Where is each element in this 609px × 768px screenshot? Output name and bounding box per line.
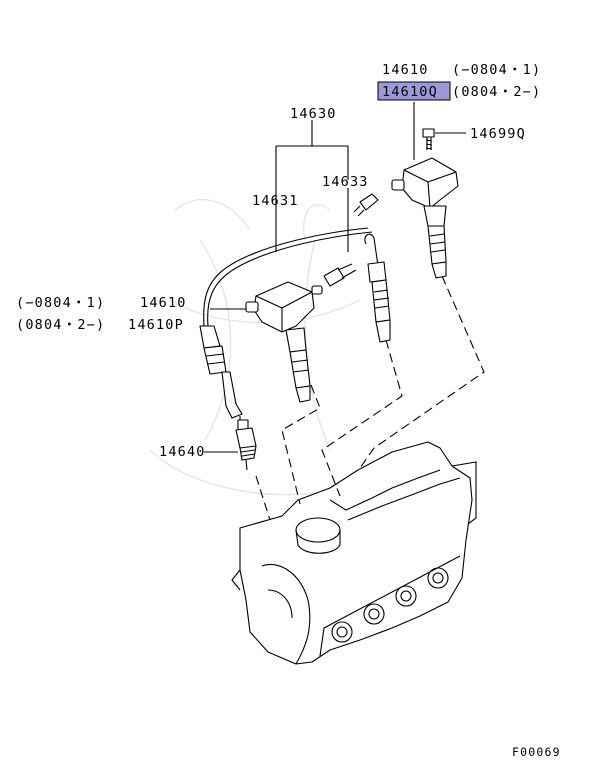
highlight-box [377, 81, 451, 101]
cylinder-head [231, 441, 477, 665]
spark-plug[interactable] [235, 419, 257, 471]
ignition-coil-left[interactable] [245, 281, 323, 403]
label-coil-right-range1: (−0804・1) [452, 62, 541, 78]
label-coil-left-range1: (−0804・1) [16, 295, 105, 311]
label-wire-set[interactable]: 14630 [290, 106, 337, 122]
label-coil-right-part-highlighted[interactable]: 14610Q [382, 84, 438, 100]
label-coil-right-range2: (0804・2−) [452, 84, 541, 100]
label-coil-right-part[interactable]: 14610 [382, 62, 429, 78]
figure-id: F00069 [512, 745, 561, 759]
label-coil-left-part2[interactable]: 14610P [128, 317, 184, 333]
bolt-14699q[interactable] [422, 128, 435, 150]
label-coil-left-part[interactable]: 14610 [140, 295, 187, 311]
plug-boot-left[interactable] [221, 371, 243, 419]
installation-lines [239, 275, 485, 521]
plug-wire-14633[interactable] [323, 193, 391, 343]
label-coil-left-range2: (0804・2−) [16, 317, 105, 333]
label-spark-plug[interactable]: 14640 [159, 444, 206, 460]
ignition-coil-right[interactable] [391, 157, 459, 279]
label-wire-left[interactable]: 14631 [252, 193, 299, 209]
label-wire-right[interactable]: 14633 [322, 174, 369, 190]
label-bolt[interactable]: 14699Q [470, 126, 526, 142]
leader-lines [204, 102, 466, 453]
